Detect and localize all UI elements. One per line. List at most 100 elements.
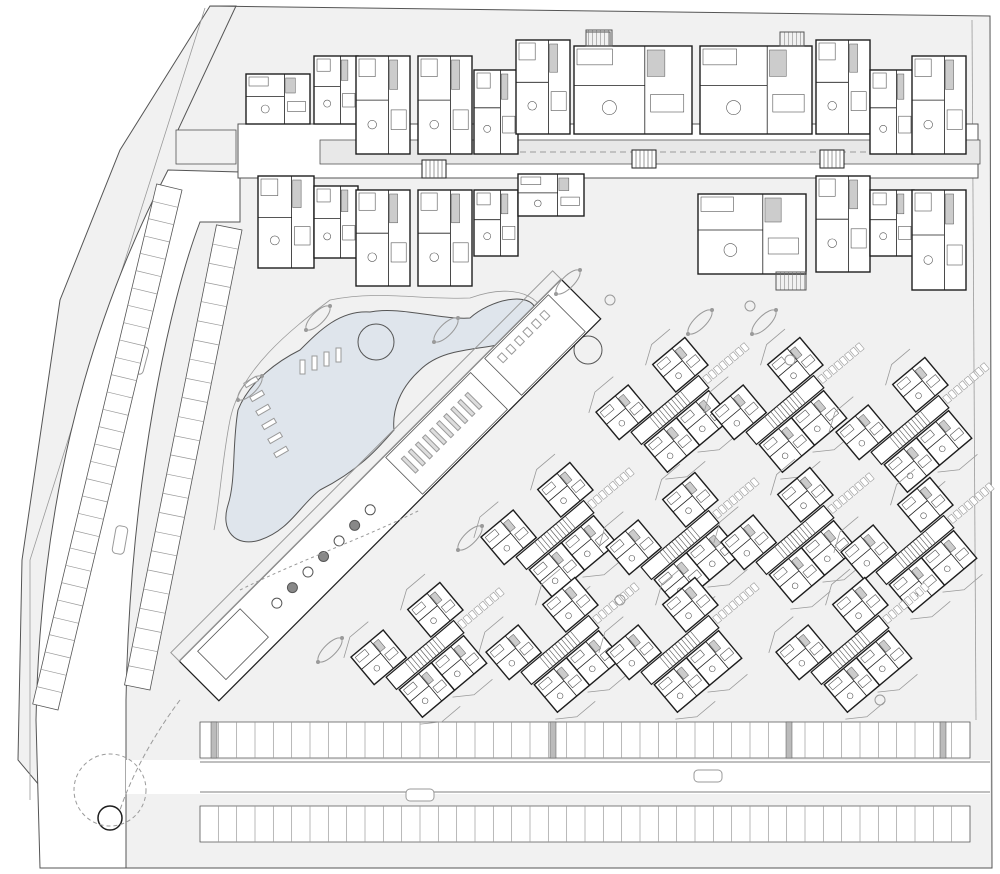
bollard-light	[750, 332, 754, 336]
bed	[818, 42, 836, 61]
bathroom	[897, 193, 905, 215]
bathroom	[791, 556, 804, 570]
stair-tread	[655, 411, 667, 425]
dining-table	[483, 232, 492, 241]
dining-table	[743, 550, 751, 557]
bottom-row-unit	[911, 189, 967, 291]
unit-partition	[664, 680, 685, 698]
parking-stall-line	[119, 339, 145, 347]
cluster-unit	[661, 576, 719, 634]
sunshade-wedge	[713, 506, 739, 543]
step-path	[467, 609, 478, 620]
sofa	[695, 594, 711, 609]
gym-equipment	[414, 441, 434, 460]
step-path	[733, 595, 744, 606]
step-path	[822, 369, 833, 380]
dining-table	[589, 665, 596, 673]
bathroom	[676, 666, 689, 680]
stair-tread	[413, 653, 425, 667]
stair-tread	[534, 541, 546, 555]
sunshade-wedge	[588, 376, 614, 413]
bed	[700, 196, 734, 212]
unit-partition	[903, 448, 928, 477]
parking-stall-line	[57, 599, 83, 607]
bathroom	[919, 486, 933, 500]
bathroom	[798, 633, 811, 647]
dining-table	[565, 612, 572, 619]
stair-tread	[662, 653, 674, 667]
clubhouse-canopy	[170, 270, 562, 662]
sunshade-wedge	[703, 376, 729, 413]
unit-partition	[585, 641, 610, 670]
boundary-line	[29, 7, 206, 800]
bathroom	[421, 671, 434, 685]
step-path	[963, 500, 974, 511]
top-row-unit	[911, 55, 967, 155]
unit-outline	[350, 629, 408, 686]
bathroom	[559, 471, 573, 485]
roundabout	[97, 805, 123, 831]
unit-outline	[565, 629, 623, 687]
stair-tread	[670, 398, 682, 412]
dining-table	[709, 560, 716, 568]
unit-outline	[920, 529, 978, 587]
stair-tread	[786, 536, 798, 549]
sunshade-wedge	[645, 328, 671, 366]
dining-table	[270, 235, 280, 246]
step-path	[833, 360, 844, 371]
top-row-unit	[573, 45, 693, 135]
stair-tread	[419, 648, 431, 662]
sunshade-wedge	[845, 701, 886, 720]
tree	[784, 354, 796, 366]
parking-stall-line	[132, 646, 158, 653]
unit-partition	[616, 542, 636, 560]
car-icon	[405, 788, 435, 802]
parking-stall-line	[151, 550, 177, 557]
stair-tread	[546, 531, 558, 544]
sofa	[452, 242, 469, 263]
stair-tread	[404, 661, 416, 675]
sofa	[917, 454, 932, 469]
sunshade-wedge	[555, 701, 596, 720]
fountain	[573, 335, 603, 365]
stair-tread	[652, 413, 664, 427]
step-path	[979, 486, 990, 497]
stair-tread	[910, 418, 922, 432]
stair-tread	[894, 556, 906, 570]
dining-table	[503, 545, 511, 552]
bathroom	[558, 177, 570, 191]
cluster-building	[343, 573, 505, 725]
bed	[888, 456, 903, 471]
stair-tread	[906, 546, 918, 559]
bathroom	[292, 179, 302, 208]
bathroom	[863, 533, 876, 547]
cluster-building	[713, 458, 875, 610]
sofa	[390, 109, 407, 130]
unit-outline	[406, 581, 464, 639]
bathroom	[684, 586, 698, 600]
stair-tread	[798, 525, 810, 539]
bathroom	[564, 586, 578, 600]
stair-tread	[785, 398, 797, 412]
sofa	[594, 532, 610, 547]
unit-partition	[894, 460, 915, 478]
bathroom	[708, 534, 722, 548]
bathroom	[945, 193, 954, 225]
bollard-light	[316, 660, 320, 664]
sun-lounger	[273, 445, 290, 459]
sunshade-wedge	[885, 348, 911, 386]
sofa	[294, 226, 311, 246]
unit-outline	[720, 514, 778, 571]
unit-partition	[664, 575, 685, 593]
unit-partition	[580, 526, 605, 555]
bed	[538, 676, 553, 691]
step-path	[624, 467, 635, 478]
cluster-unit	[541, 576, 599, 634]
dining-table	[723, 243, 738, 257]
bathroom	[781, 426, 794, 440]
dining-table	[454, 670, 461, 678]
unit-partition	[624, 635, 649, 664]
step-path	[963, 375, 974, 386]
sofa	[869, 421, 884, 436]
